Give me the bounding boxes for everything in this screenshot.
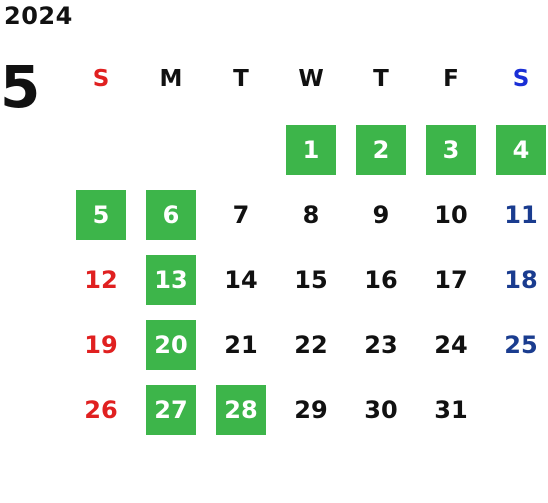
calendar-day[interactable]: 1: [286, 125, 336, 175]
weekday-header: T: [233, 66, 249, 92]
weekday-header: S: [92, 66, 110, 92]
weekday-header: T: [373, 66, 389, 92]
calendar-day[interactable]: 8: [302, 201, 320, 229]
calendar-day[interactable]: 14: [224, 266, 258, 294]
calendar-day[interactable]: 9: [372, 201, 390, 229]
calendar-day[interactable]: 11: [504, 201, 538, 229]
calendar-day[interactable]: 6: [146, 190, 196, 240]
calendar-day[interactable]: 5: [76, 190, 126, 240]
calendar-day[interactable]: 4: [496, 125, 546, 175]
weekday-header: M: [159, 66, 183, 92]
calendar-day[interactable]: 27: [146, 385, 196, 435]
calendar-day[interactable]: 7: [232, 201, 250, 229]
calendar-day[interactable]: 2: [356, 125, 406, 175]
weekday-header: W: [298, 66, 324, 92]
calendar-day[interactable]: 20: [146, 320, 196, 370]
calendar-day[interactable]: 29: [294, 396, 328, 424]
calendar-month: 5: [0, 53, 41, 121]
calendar-day[interactable]: 25: [504, 331, 538, 359]
calendar-day[interactable]: 13: [146, 255, 196, 305]
calendar-day[interactable]: 21: [224, 331, 258, 359]
calendar-day[interactable]: 26: [84, 396, 118, 424]
calendar-day[interactable]: 17: [434, 266, 468, 294]
calendar-year: 2024: [4, 2, 73, 30]
calendar-day[interactable]: 12: [84, 266, 118, 294]
calendar-day[interactable]: 18: [504, 266, 538, 294]
calendar-day[interactable]: 10: [434, 201, 468, 229]
weekday-header: F: [443, 66, 459, 92]
calendar-day[interactable]: 3: [426, 125, 476, 175]
calendar-day[interactable]: 15: [294, 266, 328, 294]
calendar-day[interactable]: 16: [364, 266, 398, 294]
calendar-day[interactable]: 28: [216, 385, 266, 435]
calendar-day[interactable]: 30: [364, 396, 398, 424]
calendar-day[interactable]: 31: [434, 396, 468, 424]
calendar-day[interactable]: 24: [434, 331, 468, 359]
calendar-day[interactable]: 19: [84, 331, 118, 359]
weekday-header: S: [512, 66, 530, 92]
calendar-day[interactable]: 23: [364, 331, 398, 359]
calendar-day[interactable]: 22: [294, 331, 328, 359]
